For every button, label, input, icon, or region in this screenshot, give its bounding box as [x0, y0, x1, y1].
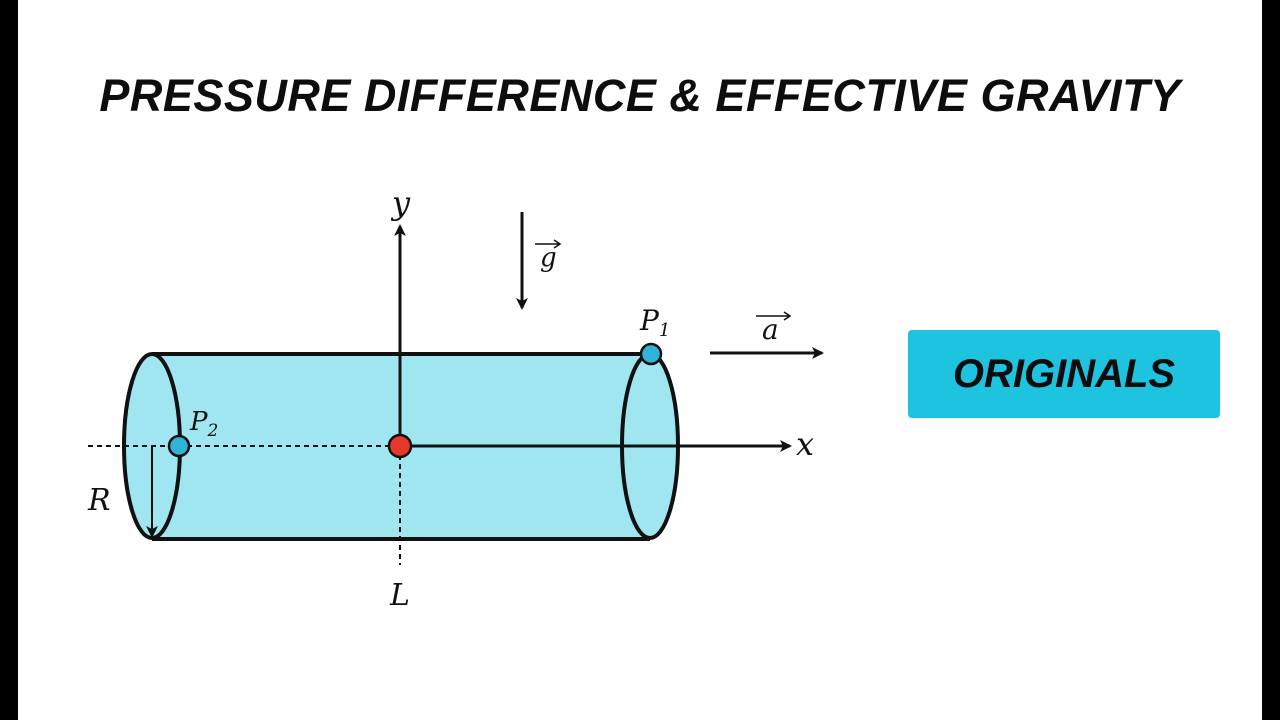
gravity-label: g — [540, 243, 557, 273]
point-p1 — [639, 342, 663, 366]
p2-label: P2 — [189, 407, 218, 441]
radius-label: R — [87, 483, 111, 518]
p1-label: P1 — [639, 304, 670, 341]
length-label: L — [389, 578, 410, 613]
x-axis-label: x — [796, 425, 814, 463]
acceleration-vector-mark — [756, 311, 792, 321]
point-p2 — [167, 434, 191, 458]
acceleration-label: a — [762, 313, 779, 346]
originals-badge: ORIGINALS — [908, 330, 1220, 418]
gravity-vector-mark — [535, 239, 562, 249]
badge-label: ORIGINALS — [952, 351, 1176, 396]
point-origin — [387, 433, 413, 459]
page-title: PRESSURE DIFFERENCE & EFFECTIVE GRAVITY — [99, 70, 1181, 121]
y-axis-label: y — [390, 184, 411, 222]
